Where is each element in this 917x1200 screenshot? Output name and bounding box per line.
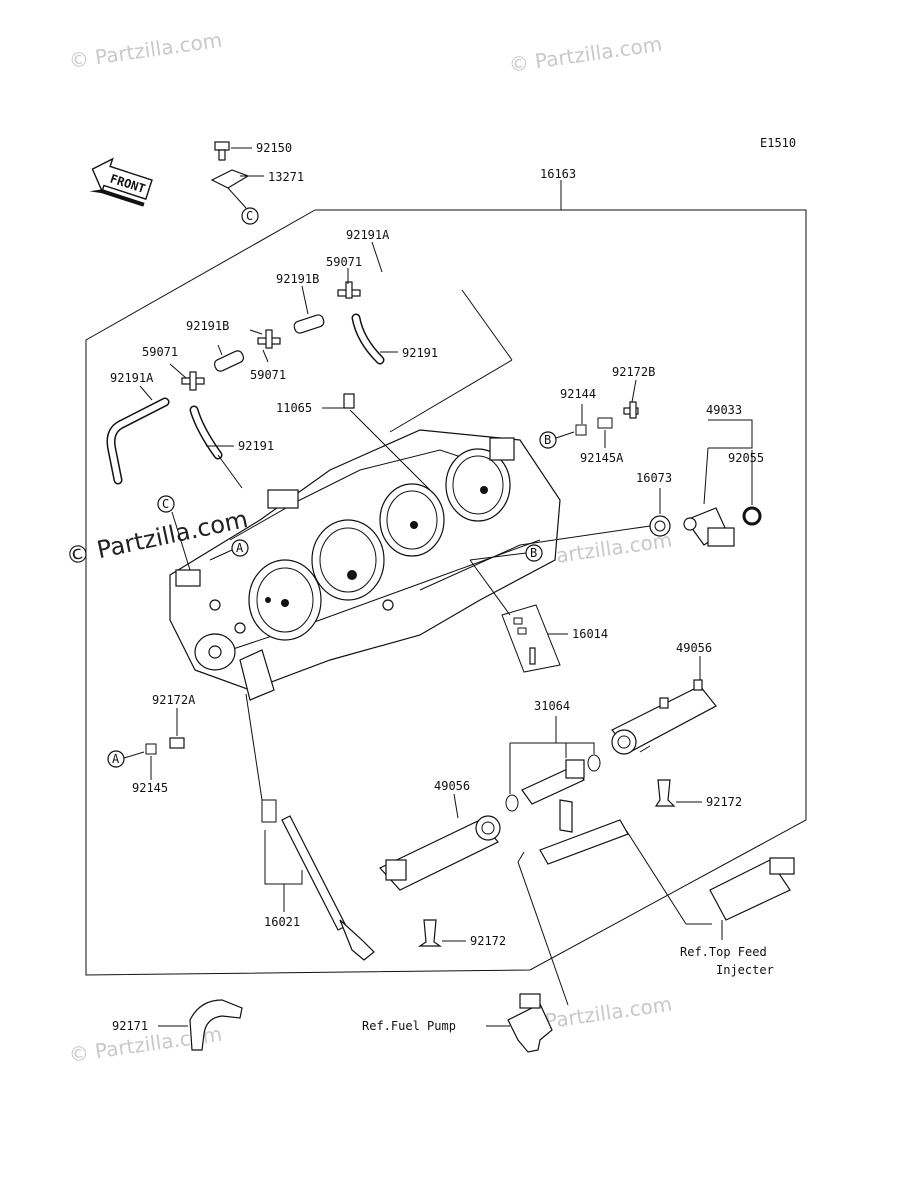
- shaft-16021: [281, 815, 347, 931]
- label-92191A-left: 92191A: [110, 371, 154, 385]
- hose-92191B-top: [293, 314, 325, 334]
- callout-b-center-label: B: [530, 546, 537, 560]
- seal-16073: [649, 515, 671, 537]
- label-49056-left: 49056: [434, 779, 470, 793]
- spring-92145A: [597, 417, 613, 429]
- throttle-body-assembly: [169, 429, 561, 701]
- label-92191B-left: 92191B: [186, 319, 229, 333]
- label-ref-top-feed: Ref.Top Feed: [680, 945, 767, 959]
- joint-31064: [521, 759, 629, 865]
- label-92172-right: 92172: [706, 795, 742, 809]
- callout-c-body: [157, 495, 175, 513]
- throttle-lever: [239, 649, 275, 701]
- label-59071-mid: 59071: [250, 368, 286, 382]
- label-31064: 31064: [534, 699, 570, 713]
- fuel-pump-connector: [507, 993, 553, 1053]
- front-arrow-icon: FRONT: [89, 157, 153, 207]
- label-49056-right: 49056: [676, 641, 712, 655]
- cap-11065: [343, 393, 355, 409]
- label-92172A: 92172A: [152, 693, 196, 707]
- throttle-bore-2: [311, 519, 385, 601]
- spring-92145: [145, 743, 157, 755]
- callout-c-top-label: C: [246, 209, 253, 223]
- oring-92055: [742, 506, 762, 526]
- spring-16021: [261, 799, 277, 823]
- label-92145: 92145: [132, 781, 168, 795]
- tee-59071-mid: [257, 329, 281, 349]
- idle-linkage: [175, 569, 201, 587]
- screw-92172-right: [654, 779, 676, 807]
- fuel-rail-49056-left: [379, 815, 501, 891]
- callout-a-body-label: A: [236, 541, 244, 555]
- top-feed-injector: [709, 857, 795, 921]
- watermark-top-right: © Partzilla.com: [507, 32, 663, 77]
- nut-92144: [575, 424, 587, 436]
- label-92172-bottom: 92172: [470, 934, 506, 948]
- screw-kit-16014: [501, 604, 561, 673]
- callout-a-body: [231, 539, 249, 557]
- label-92191-left: 92191: [238, 439, 274, 453]
- assembly-frame: [85, 209, 807, 976]
- callout-b-right-label: B: [544, 433, 551, 447]
- callout-b-right: [539, 431, 557, 449]
- label-16163: 16163: [540, 167, 576, 181]
- callout-a-left: [107, 750, 125, 768]
- bracket-13271: [210, 169, 250, 189]
- diagram-code: E1510: [760, 136, 796, 150]
- screw-92172-bottom: [418, 919, 442, 947]
- label-92191-top: 92191: [402, 346, 438, 360]
- hose-92191B-left: [213, 350, 245, 372]
- screw-92150: [214, 141, 230, 161]
- label-92055: 92055: [728, 451, 764, 465]
- oring-31064-right: [587, 754, 601, 772]
- label-ref-injecter: Injecter: [716, 963, 774, 977]
- label-13271: 13271: [268, 170, 304, 184]
- label-59071-top: 59071: [326, 255, 362, 269]
- label-92191A-top: 92191A: [346, 228, 390, 242]
- label-11065: 11065: [276, 401, 312, 415]
- throttle-bore-4: [445, 448, 511, 522]
- fuel-rail-49056-right: [611, 679, 717, 755]
- label-16073: 16073: [636, 471, 672, 485]
- label-92150: 92150: [256, 141, 292, 155]
- throttle-bore-1: [248, 559, 322, 641]
- label-16021: 16021: [264, 915, 300, 929]
- label-ref-fuel-pump: Ref.Fuel Pump: [362, 1019, 456, 1033]
- watermark-top-left: © Partzilla.com: [67, 28, 223, 73]
- actuator-housing: [267, 489, 299, 509]
- label-92171: 92171: [112, 1019, 148, 1033]
- label-92191B-top: 92191B: [276, 272, 319, 286]
- sensor-49033: [683, 507, 735, 547]
- callout-c-top: [241, 207, 259, 225]
- screw-92172A: [169, 737, 185, 749]
- screw-92172B: [623, 401, 639, 419]
- throttle-sensor: [489, 437, 515, 461]
- callout-a-left-label: A: [112, 752, 120, 766]
- part-labels: 92150 13271 16163 92191A 59071 92191B 92…: [110, 141, 774, 1033]
- label-92145A: 92145A: [580, 451, 624, 465]
- label-16014: 16014: [572, 627, 608, 641]
- callout-c-body-label: C: [162, 497, 169, 511]
- tee-59071-left: [181, 371, 205, 391]
- label-92144: 92144: [560, 387, 596, 401]
- oring-31064-left: [505, 794, 519, 812]
- throttle-bore-3: [379, 483, 445, 557]
- label-49033: 49033: [706, 403, 742, 417]
- label-59071-left: 59071: [142, 345, 178, 359]
- tee-59071-top: [337, 281, 361, 299]
- clip-92171: [189, 999, 243, 1051]
- label-92172B: 92172B: [612, 365, 655, 379]
